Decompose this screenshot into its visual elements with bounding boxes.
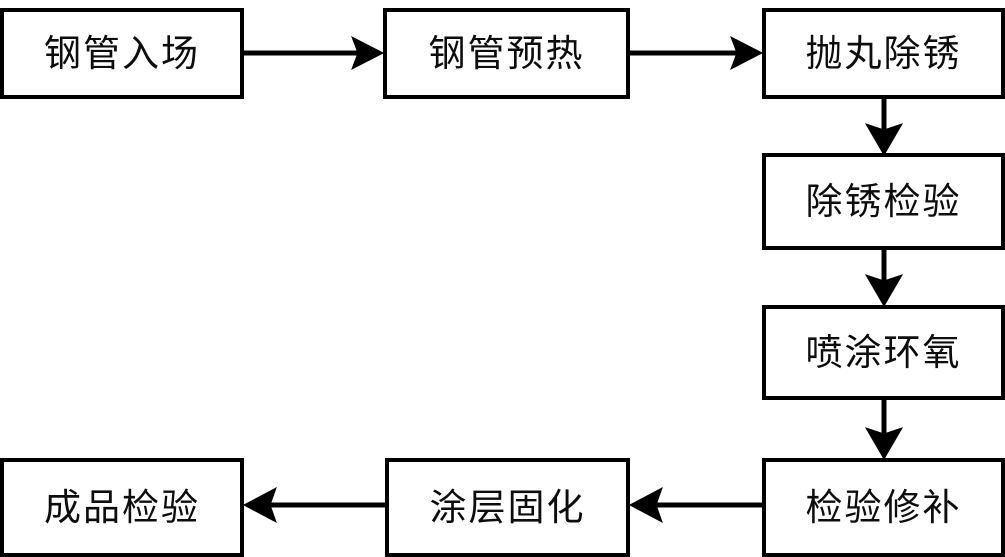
arrowhead-down-icon (864, 274, 904, 307)
edge-n3-n4 (864, 99, 904, 156)
node-steel-pipe-entry[interactable]: 钢管入场 (0, 8, 244, 99)
node-label: 喷涂环氧 (805, 331, 962, 374)
arrowhead-right-icon (730, 35, 764, 71)
node-coating-curing[interactable]: 涂层固化 (385, 458, 630, 557)
node-finished-product-inspection[interactable]: 成品检验 (0, 458, 244, 557)
node-shot-blast-derusting[interactable]: 抛丸除锈 (762, 8, 1005, 99)
node-inspection-repair[interactable]: 检验修补 (762, 458, 1005, 557)
edge-n4-n5 (864, 250, 904, 307)
node-label: 成品检验 (44, 486, 200, 529)
node-epoxy-spraying[interactable]: 喷涂环氧 (762, 305, 1005, 400)
node-derusting-inspection[interactable]: 除锈检验 (762, 153, 1005, 250)
arrowhead-right-icon (351, 35, 385, 71)
node-label: 钢管预热 (428, 32, 585, 75)
edge-n7-n8 (242, 486, 385, 524)
arrowhead-left-icon (242, 486, 277, 524)
edge-n2-n3 (630, 35, 764, 71)
edge-n5-n6 (864, 400, 904, 460)
node-label: 涂层固化 (429, 486, 586, 529)
edge-n1-n2 (244, 35, 385, 71)
arrowhead-down-icon (864, 123, 904, 156)
node-steel-pipe-preheat[interactable]: 钢管预热 (383, 8, 630, 99)
edge-n6-n7 (628, 486, 762, 524)
node-label: 检验修补 (805, 486, 962, 529)
node-label: 除锈检验 (805, 180, 962, 223)
arrowhead-down-icon (864, 427, 904, 460)
node-label: 抛丸除锈 (805, 32, 962, 75)
node-label: 钢管入场 (44, 32, 200, 75)
arrowhead-left-icon (628, 486, 663, 524)
